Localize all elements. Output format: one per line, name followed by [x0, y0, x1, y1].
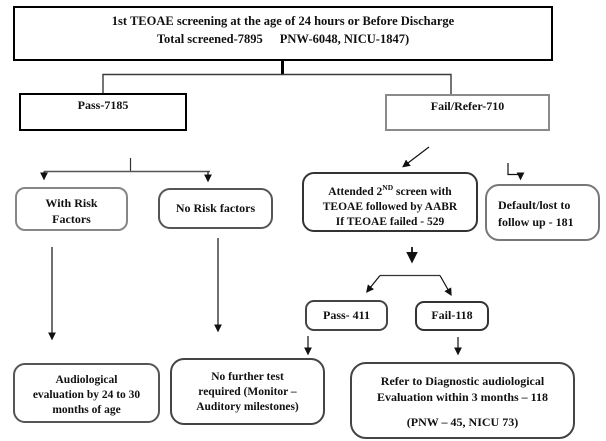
node-fail-refer-710: Fail/Refer-710	[385, 94, 550, 131]
no-further-line1: No further test	[211, 371, 284, 383]
node-with-risk-factors: With Risk Factors	[15, 187, 128, 231]
default-lost-line2: follow up - 181	[498, 215, 574, 229]
node-attended-second-screen: Attended 2ND screen with TEOAE followed …	[302, 172, 478, 232]
attended-line1: Attended 2ND screen with	[328, 183, 452, 198]
no-further-line3: Auditory milestones)	[196, 401, 299, 413]
audiological-line1: Audiological	[55, 374, 118, 386]
with-risk-line1: With Risk	[45, 196, 98, 210]
node-no-risk-factors: No Risk factors	[158, 188, 273, 229]
with-risk-line2: Factors	[52, 212, 91, 226]
no-further-line2: required (Monitor –	[198, 386, 297, 398]
total-screened-value: Total screened-7895	[156, 32, 263, 46]
node-default-lost-followup: Default/lost to follow up - 181	[485, 184, 600, 241]
pnw-nicu-values: PNW-6048, NICU-1847)	[279, 32, 410, 46]
node-no-further-test: No further test required (Monitor – Audi…	[170, 358, 325, 425]
attended-line2: TEOAE followed by AABR	[322, 200, 458, 213]
default-lost-line1: Default/lost to	[498, 198, 571, 212]
refer-pnw-nicu-line: (PNW – 45, NICU 73)	[406, 415, 519, 429]
no-risk-label: No Risk factors	[175, 201, 256, 215]
screening-totals-line: Total screened-7895 PNW-6048, NICU-1847)	[15, 31, 551, 47]
fail1-label: Fail/Refer-710	[430, 99, 505, 113]
node-pass-7185: Pass-7185	[19, 93, 187, 131]
screening-title-line: 1st TEOAE screening at the age of 24 hou…	[111, 14, 455, 28]
node-fail-118: Fail-118	[415, 301, 489, 331]
audiological-line2: evaluation by 24 to 30	[32, 389, 141, 401]
pass1-label: Pass-7185	[77, 98, 129, 112]
refer-line1: Refer to Diagnostic audiological	[380, 374, 545, 388]
node-refer-diagnostic-evaluation: Refer to Diagnostic audiological Evaluat…	[350, 362, 575, 439]
refer-line2: Evaluation within 3 months – 118	[376, 390, 549, 404]
audiological-line3: months of age	[52, 404, 121, 416]
pass2-label: Pass- 411	[322, 308, 370, 322]
fail2-label: Fail-118	[431, 308, 473, 322]
node-pass-411: Pass- 411	[305, 300, 388, 331]
attended-line3: If TEOAE failed - 529	[335, 215, 445, 228]
node-first-teoae-screening: 1st TEOAE screening at the age of 24 hou…	[13, 6, 553, 61]
node-audiological-evaluation: Audiological evaluation by 24 to 30 mont…	[13, 363, 160, 423]
